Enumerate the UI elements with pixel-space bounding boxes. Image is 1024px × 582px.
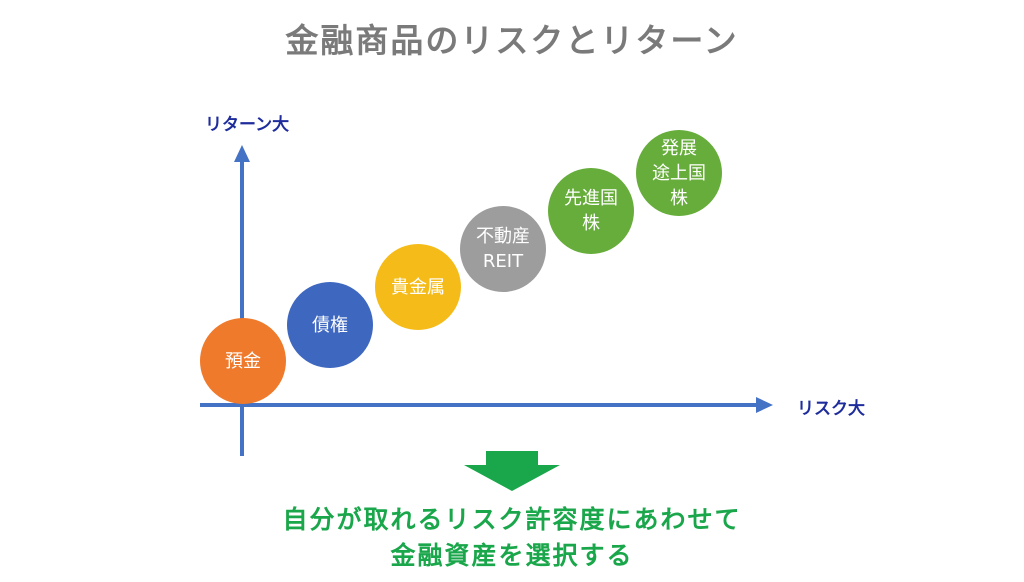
bubble-emerging-stocks: 発展 途上国 株 xyxy=(636,130,722,216)
bubble-deposit: 預金 xyxy=(200,318,286,404)
page-title: 金融商品のリスクとリターン xyxy=(285,21,739,60)
down-arrow-icon xyxy=(464,451,560,491)
y-axis-arrowhead xyxy=(234,145,250,162)
x-axis-label: リスク大 xyxy=(797,399,865,419)
y-axis-label: リターン大 xyxy=(205,115,290,135)
bubble-precious-metals: 貴金属 xyxy=(375,244,461,330)
bubble-real-estate-reit: 不動産 REIT xyxy=(460,206,546,292)
conclusion-line-1: 自分が取れるリスク許容度にあわせて xyxy=(282,505,742,534)
bubble-developed-stocks: 先進国 株 xyxy=(548,168,634,254)
bubble-bonds: 債権 xyxy=(287,282,373,368)
conclusion-line-2: 金融資産を選択する xyxy=(390,541,634,570)
x-axis-arrowhead xyxy=(756,397,773,413)
